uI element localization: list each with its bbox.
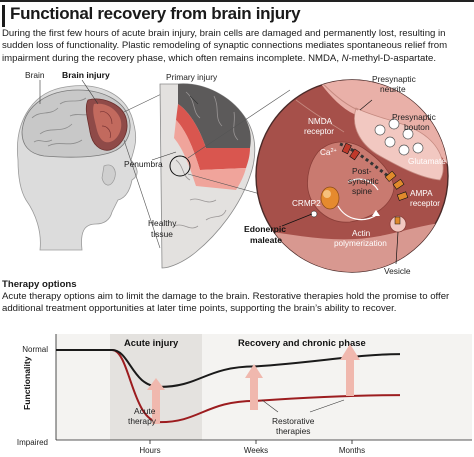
- label-brain-injury: Brain injury: [62, 70, 110, 80]
- label-calcium-base: Ca: [320, 148, 331, 157]
- functionality-chart: Acute injury Recovery and chronic phase …: [17, 334, 472, 455]
- zoom-line-bottom: [123, 139, 161, 249]
- intro-text: During the first few hours of acute brai…: [2, 28, 470, 65]
- label-spine-3: spine: [352, 186, 372, 196]
- label-spine-2: synaptic: [348, 176, 379, 186]
- intro-italic: N: [341, 52, 349, 64]
- label-calcium: Ca2+: [320, 148, 337, 157]
- label-brain: Brain: [25, 70, 45, 80]
- neurite-pointer: [359, 99, 373, 111]
- injury-leader-line: [81, 79, 99, 105]
- annotation-acute-therapy-2: therapy: [128, 416, 157, 426]
- label-bouton-1: Presynaptic: [392, 112, 436, 122]
- label-edonerpic-1: Edonerpic: [244, 224, 286, 234]
- restorative-arrow-1: [245, 364, 263, 410]
- restorative-pointer-1: [261, 399, 279, 413]
- x-tick-months: Months: [339, 446, 365, 455]
- label-actin-2: polymerization: [334, 239, 387, 248]
- label-nmda-2: receptor: [304, 127, 334, 136]
- therapy-text: Acute therapy options aim to limit the d…: [2, 291, 450, 315]
- series-line-impaired: [56, 349, 401, 424]
- therapy-title: Therapy options: [2, 279, 77, 290]
- figure-title: Functional recovery from brain injury: [10, 4, 301, 23]
- y-axis-label: Functionality: [22, 356, 32, 410]
- zoom-line-synapse-top: [187, 89, 291, 159]
- label-glutamate: Glutamate: [408, 157, 446, 166]
- label-vesicle: Vesicle: [384, 266, 411, 276]
- synapse-illustration: Presynaptic neurite NMDA receptor Ca2+ P…: [244, 74, 449, 276]
- label-bouton-2: bouton: [404, 122, 430, 132]
- title-accent-rule: [2, 5, 5, 27]
- intro-part-2: -methyl-D-aspartate.: [348, 52, 437, 64]
- acute-therapy-arrow: [147, 378, 165, 424]
- label-presynaptic-neurite-2: neurite: [380, 84, 406, 94]
- phase-acute-label: Acute injury: [124, 337, 179, 348]
- title-top-rule: [0, 0, 474, 2]
- annotation-restorative-1: Restorative: [272, 416, 315, 426]
- brain-slice-illustration: Primary injury Penumbra Healthy tissue: [124, 72, 256, 269]
- annotation-acute-therapy-1: Acute: [134, 406, 156, 416]
- label-nmda-1: NMDA: [308, 117, 333, 126]
- label-edonerpic-2: maleate: [250, 235, 282, 245]
- label-penumbra: Penumbra: [124, 159, 163, 169]
- y-tick-normal: Normal: [22, 345, 48, 354]
- x-tick-hours: Hours: [139, 446, 160, 455]
- phase-recovery-label: Recovery and chronic phase: [238, 337, 366, 348]
- restorative-pointer-2: [309, 399, 345, 413]
- label-ampa-2: receptor: [410, 199, 440, 208]
- label-calcium-sup: 2+: [330, 148, 336, 154]
- label-actin-1: Actin: [352, 229, 371, 238]
- restorative-arrow-2: [340, 344, 360, 396]
- label-presynaptic-neurite-1: Presynaptic: [372, 74, 416, 84]
- edonerpic-pointer: [281, 213, 313, 227]
- label-primary-injury: Primary injury: [166, 72, 218, 82]
- x-tick-weeks: Weeks: [244, 446, 268, 455]
- annotation-restorative-2: therapies: [276, 426, 310, 436]
- label-crmp2: CRMP2: [292, 199, 321, 208]
- label-tissue: tissue: [151, 229, 173, 239]
- label-ampa-1: AMPA: [410, 189, 433, 198]
- primary-leader-line: [189, 95, 199, 105]
- label-healthy: Healthy: [148, 218, 177, 228]
- y-tick-impaired: Impaired: [17, 438, 48, 447]
- penumbra-leader-line: [151, 151, 177, 161]
- vesicle-pointer: [395, 231, 399, 265]
- label-spine-1: Post-: [352, 166, 372, 176]
- intro-part-1: During the first few hours of acute brai…: [2, 28, 448, 64]
- head-illustration: Brain Brain injury: [17, 70, 138, 251]
